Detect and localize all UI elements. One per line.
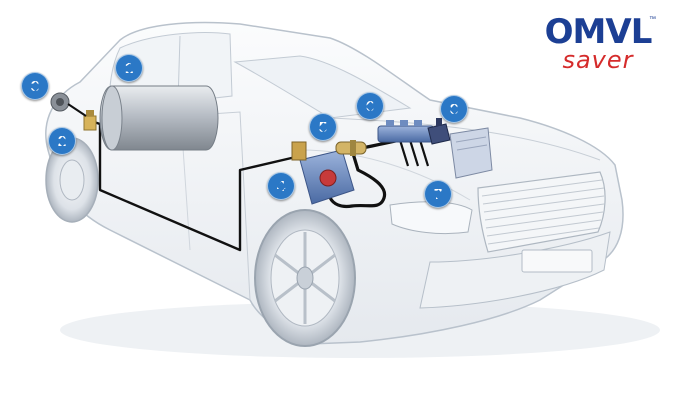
filler-valve — [50, 92, 87, 117]
marker-6[interactable]: 6 — [356, 92, 384, 120]
logo-sub: saver — [562, 46, 634, 74]
marker-7[interactable]: 7 — [424, 180, 452, 208]
logo-brand: OMVL — [544, 12, 653, 52]
marker-1[interactable]: 1 — [115, 54, 143, 82]
lpg-tank — [99, 85, 219, 151]
front-grille — [477, 171, 606, 253]
license-plate — [521, 249, 593, 273]
pressure-sensor — [427, 118, 451, 145]
headlight — [389, 201, 473, 235]
tank-valve — [83, 110, 97, 131]
marker-3[interactable]: 3 — [21, 72, 49, 100]
gas-pipe — [87, 118, 301, 252]
injector-rail — [377, 120, 435, 143]
marker-2[interactable]: 2 — [48, 127, 76, 155]
omvl-saver-logo: OMVL saver ™ — [538, 14, 658, 72]
marker-4[interactable]: 4 — [267, 172, 295, 200]
electronic-control-unit — [449, 127, 493, 179]
gas-filter — [335, 140, 367, 156]
marker-8[interactable]: 8 — [440, 95, 468, 123]
marker-5[interactable]: 5 — [309, 113, 337, 141]
front-wheel — [254, 209, 356, 347]
pressure-reducer — [291, 141, 355, 205]
logo-trademark: ™ — [649, 16, 656, 23]
